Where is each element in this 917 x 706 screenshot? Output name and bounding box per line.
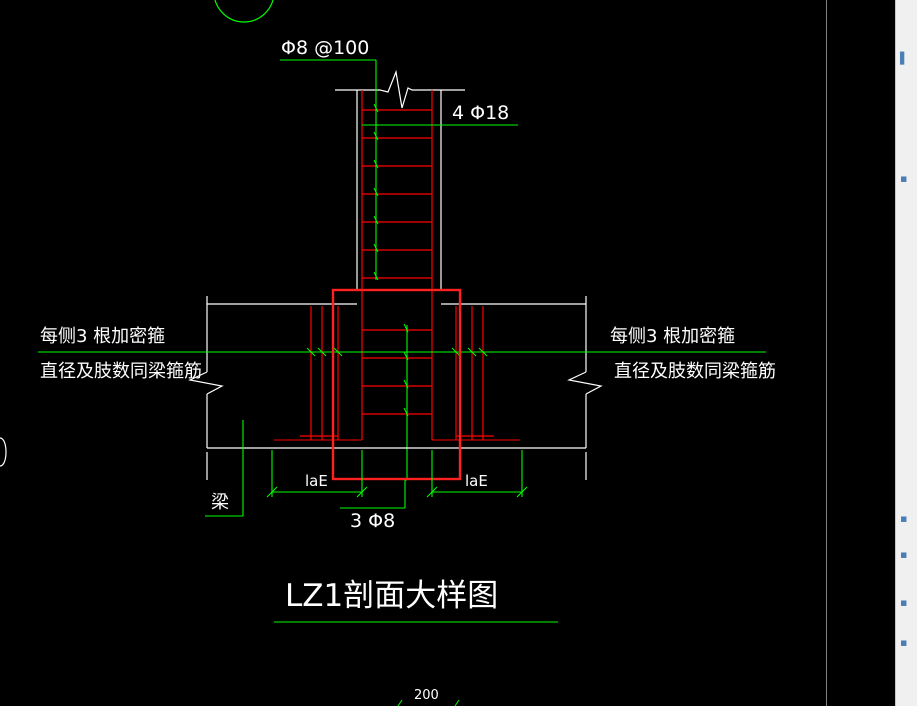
right-margin-strip — [826, 0, 896, 706]
stirrup-leader — [280, 59, 518, 481]
main-bar-label: 4 Φ18 — [452, 102, 509, 124]
edge-fragment — [0, 437, 7, 467]
toolbar-icon-3[interactable]: ▪ — [900, 512, 908, 525]
toolbar-icon-4[interactable]: ▪ — [900, 548, 908, 561]
column-stirrups — [362, 109, 432, 415]
right-note-line2: 直径及肢数同梁箍筋 — [614, 361, 776, 382]
beam-stirrup-ticks — [306, 347, 488, 357]
beam-outline — [188, 296, 603, 480]
beam-label: 梁 — [211, 492, 229, 513]
anchor-left-label: laE — [305, 472, 328, 490]
dimension-bottom: 200 — [414, 688, 439, 703]
bottom-bar-label: 3 Φ8 — [350, 510, 395, 532]
left-note-line2: 直径及肢数同梁箍筋 — [40, 361, 202, 382]
highlight-box[interactable] — [331, 288, 462, 481]
toolbar-icon-2[interactable]: ▪ — [900, 172, 908, 185]
bottom-bar-leader — [340, 480, 406, 509]
left-note-line1: 每侧3 根加密箍 — [40, 326, 165, 347]
axis-bubble — [214, 0, 274, 23]
beam-densified-stirrups — [300, 306, 494, 440]
toolbar-icon-5[interactable]: ▪ — [900, 596, 908, 609]
anchor-right-label: laE — [465, 472, 488, 490]
stirrup-label: Φ8 @100 — [281, 37, 369, 59]
anchorage-dimensions — [266, 450, 528, 498]
column-main-bars — [361, 90, 433, 440]
column-outline — [335, 69, 465, 291]
right-note-line1: 每侧3 根加密箍 — [610, 326, 735, 347]
side-toolbar[interactable]: ▌ ▪ ▪ ▪ ▪ ▪ — [895, 0, 917, 706]
toolbar-icon-1[interactable]: ▌ — [900, 52, 909, 65]
bottom-dimension — [397, 699, 460, 706]
stirrup-ticks — [373, 103, 409, 417]
toolbar-icon-6[interactable]: ▪ — [900, 636, 908, 649]
beam-label-leader — [205, 420, 244, 517]
drawing-title: LZ1剖面大样图 — [285, 578, 498, 614]
